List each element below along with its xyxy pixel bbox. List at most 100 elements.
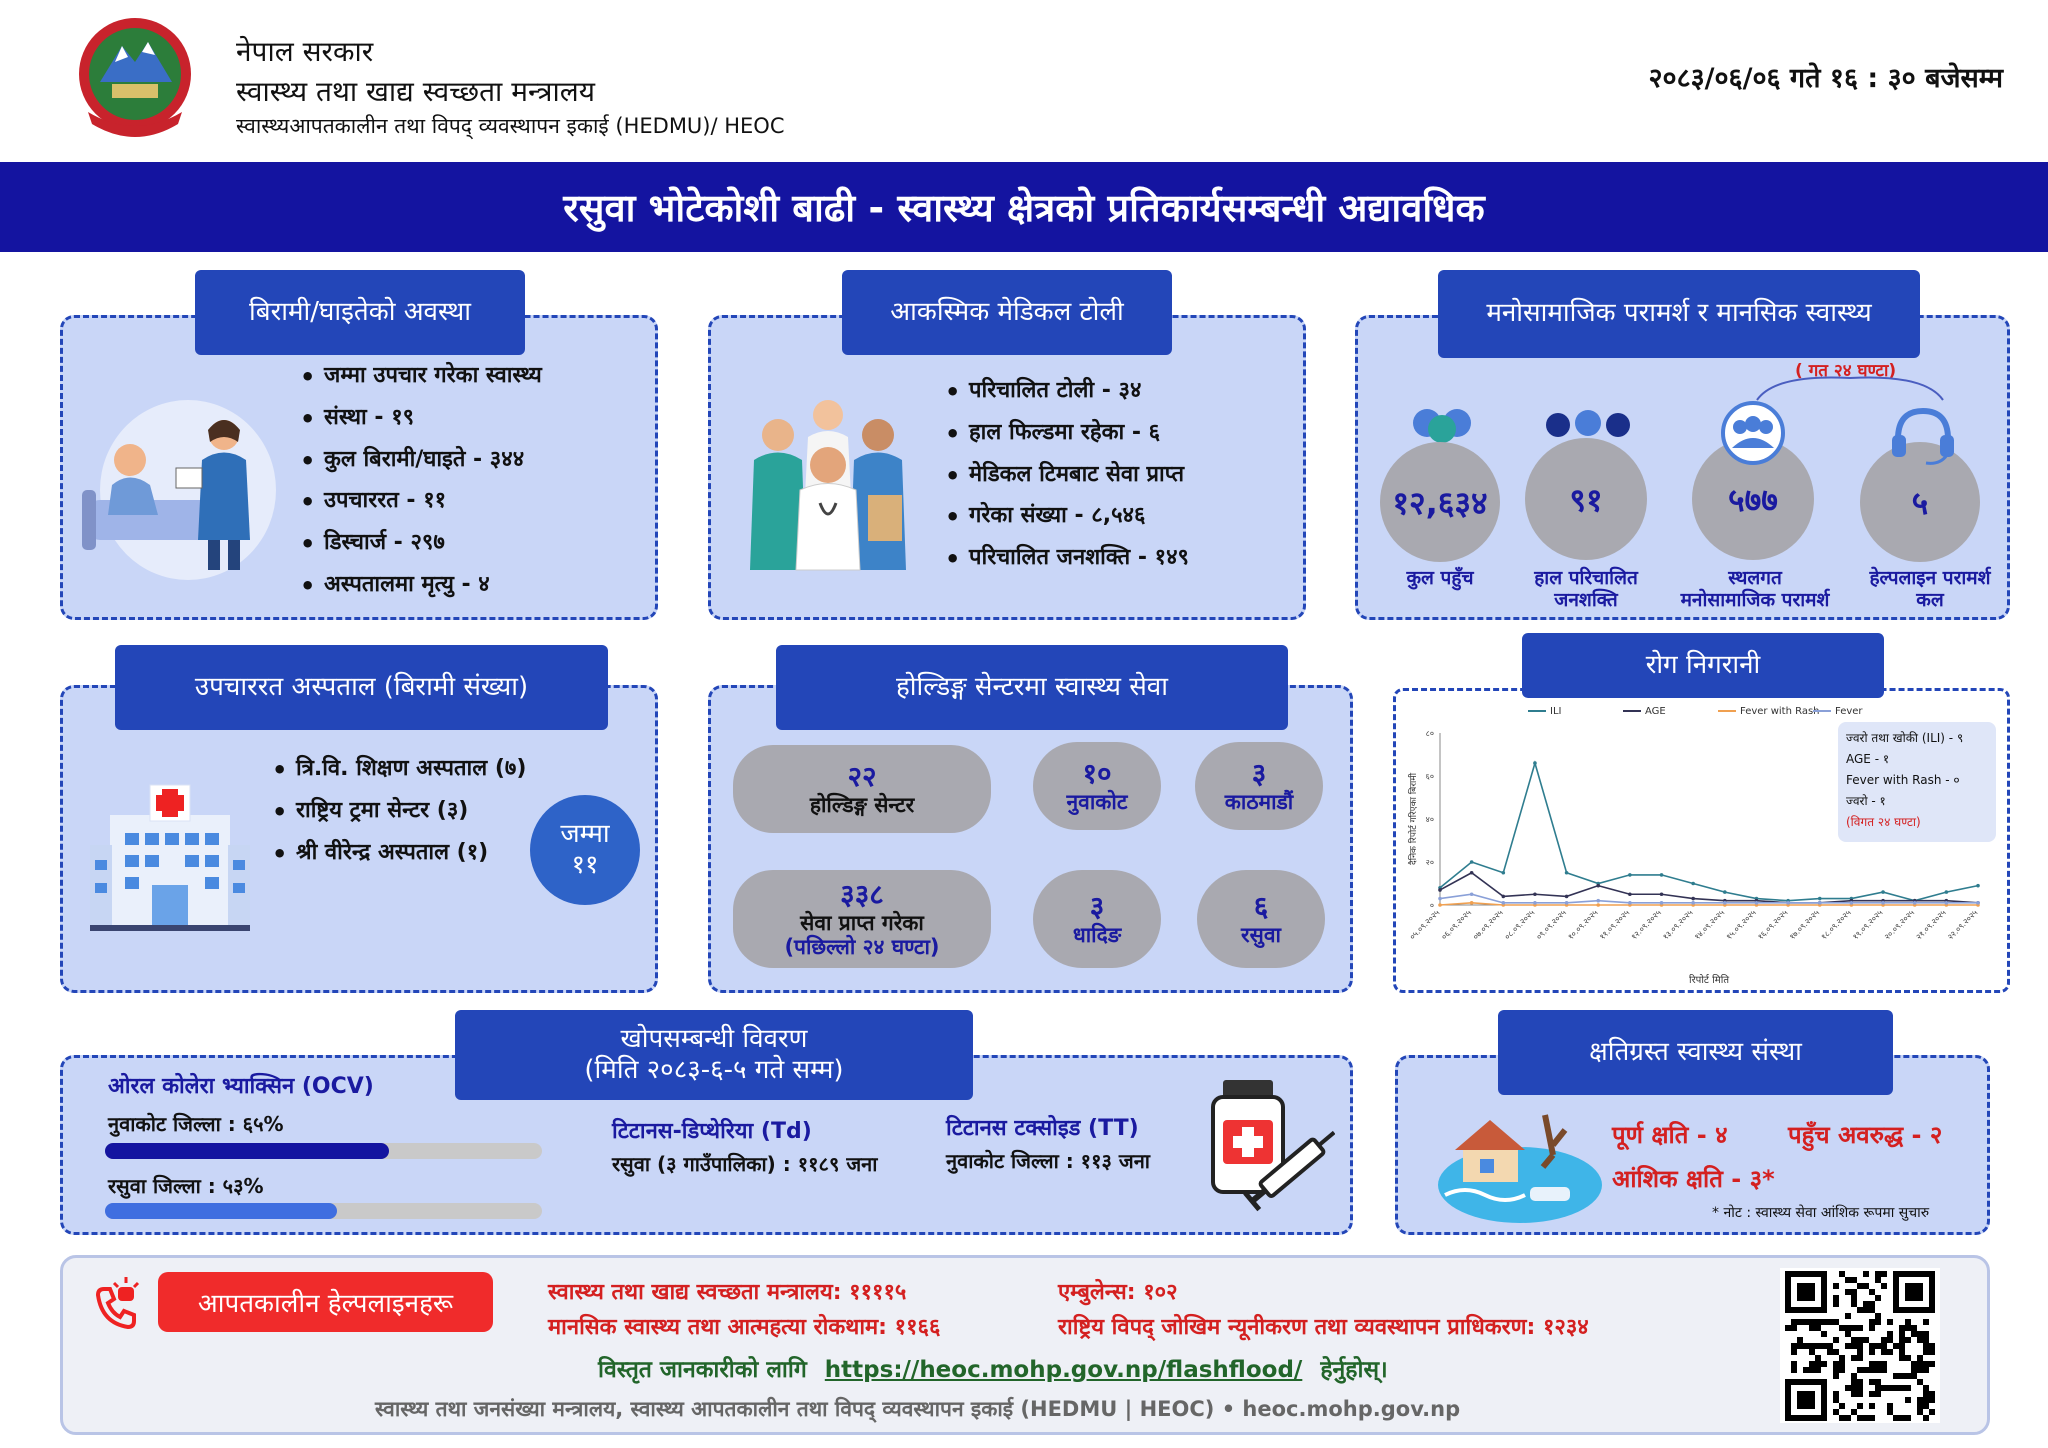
- stat-label-line: हाल परिचालित: [1534, 567, 1638, 589]
- data-point: [1817, 901, 1822, 905]
- qr-module: [1857, 1283, 1863, 1289]
- list-item: जम्मा उपचार गरेका स्वास्थ्य: [300, 355, 645, 400]
- qr-module: [1875, 1379, 1881, 1385]
- helpline-ambulance: एम्बुलेन्स: १०२: [1058, 1280, 1178, 1305]
- datestamp: २०८३/०६/०६ गते १६ : ३० बजेसम्म: [1648, 63, 2003, 94]
- x-tick-label: २१.०९.२०२५: [1914, 908, 1947, 941]
- qr-module: [1845, 1289, 1851, 1295]
- list-item: परिचालित जनशक्ति - १४९: [945, 537, 1295, 582]
- patients-list: जम्मा उपचार गरेका स्वास्थ्य संस्था - १९ …: [300, 355, 645, 609]
- qr-module: [1881, 1349, 1887, 1355]
- qr-module: [1917, 1337, 1923, 1343]
- qr-module: [1797, 1343, 1803, 1349]
- qr-module: [1869, 1379, 1875, 1385]
- qr-module: [1785, 1325, 1791, 1331]
- total-label: जम्मा: [560, 818, 610, 849]
- qr-code[interactable]: [1780, 1268, 1940, 1423]
- qr-module: [1917, 1379, 1923, 1385]
- qr-module: [1881, 1271, 1887, 1277]
- qr-module: [1899, 1349, 1905, 1355]
- qr-module: [1857, 1385, 1863, 1391]
- qr-module: [1917, 1355, 1923, 1361]
- x-tick-label: ०९.०९.२०२५: [1535, 908, 1568, 941]
- legend-label: Fever with Rash: [1740, 706, 1820, 717]
- stat-label-line: स्थलगत: [1728, 567, 1782, 589]
- qr-module: [1905, 1385, 1911, 1391]
- data-point: [1438, 903, 1442, 907]
- qr-module: [1833, 1283, 1839, 1289]
- list-item: कुल बिरामी/घाइते - ३४४: [300, 439, 645, 484]
- qr-module: [1869, 1301, 1875, 1307]
- stat-label-line: कल: [1916, 588, 1944, 611]
- pill-number: ३: [1089, 889, 1105, 923]
- qr-module: [1815, 1367, 1821, 1373]
- data-point: [1659, 892, 1664, 897]
- holding-tab: होल्डिङ्ग सेन्टरमा स्वास्थ्य सेवा: [776, 645, 1288, 730]
- patients-tab: बिरामी/घाइतेको अवस्था: [195, 270, 525, 355]
- qr-module: [1809, 1349, 1815, 1355]
- qr-module: [1875, 1313, 1881, 1319]
- stat-label: हेल्पलाइन परामर्श कल: [1850, 567, 2010, 612]
- data-point: [1691, 901, 1695, 905]
- qr-module: [1887, 1409, 1893, 1415]
- qr-module: [1815, 1343, 1821, 1349]
- qr-module: [1923, 1361, 1929, 1367]
- qr-module: [1851, 1295, 1857, 1301]
- full-damage: पूर्ण क्षति - ४: [1612, 1121, 1728, 1149]
- qr-module: [1881, 1337, 1887, 1343]
- hospital-total-circle: जम्मा ११: [530, 795, 640, 905]
- more-info-line: विस्तृत जानकारीको लागि https://heoc.mohp…: [598, 1352, 1388, 1384]
- qr-module: [1857, 1367, 1863, 1373]
- list-item: मेडिकल टिमबाट सेवा प्राप्त: [945, 454, 1295, 499]
- qr-module: [1797, 1391, 1815, 1409]
- patient-illustration: [78, 390, 278, 580]
- qr-module: [1833, 1391, 1839, 1397]
- data-point: [1533, 761, 1537, 765]
- qr-module: [1887, 1349, 1893, 1355]
- data-point: [1786, 901, 1790, 905]
- emergency-helplines-button[interactable]: आपतकालीन हेल्पलाइनहरू: [158, 1272, 493, 1332]
- qr-module: [1917, 1361, 1923, 1367]
- x-tick-label: २२.०९.२०२५: [1946, 908, 1979, 941]
- legend-label: ILI: [1550, 706, 1561, 717]
- qr-module: [1857, 1325, 1863, 1331]
- flashflood-link[interactable]: https://heoc.mohp.gov.np/flashflood/: [824, 1357, 1303, 1383]
- qr-module: [1827, 1319, 1833, 1325]
- data-point: [1912, 901, 1917, 905]
- qr-module: [1905, 1397, 1911, 1403]
- hospital-icon: [90, 775, 250, 939]
- qr-module: [1833, 1295, 1839, 1301]
- data-point: [1564, 901, 1569, 905]
- qr-module: [1863, 1271, 1869, 1277]
- data-point: [1723, 890, 1727, 894]
- qr-module: [1815, 1325, 1821, 1331]
- qr-module: [1929, 1397, 1935, 1403]
- qr-module: [1923, 1385, 1929, 1391]
- qr-module: [1857, 1379, 1863, 1385]
- data-point: [1881, 901, 1885, 905]
- qr-module: [1809, 1343, 1815, 1349]
- data-point: [1469, 860, 1474, 864]
- qr-module: [1815, 1319, 1821, 1325]
- vaccine-tab: खोपसम्बन्धी विवरण (मिति २०८३-६-५ गते सम्…: [455, 1010, 973, 1100]
- psychosocial-tab: मनोसामाजिक परामर्श र मानसिक स्वास्थ्य: [1438, 270, 1920, 358]
- qr-module: [1839, 1355, 1845, 1361]
- series-line: [1439, 760, 1979, 902]
- stat-circle-field-counseling: ५७७: [1692, 438, 1814, 560]
- qr-module: [1791, 1319, 1797, 1325]
- pill-label: (पछिल्लो २४ घण्टा): [784, 935, 940, 960]
- helpline-ministry: स्वास्थ्य तथा खाद्य स्वच्छता मन्त्रालय: …: [548, 1280, 907, 1305]
- qr-module: [1923, 1415, 1929, 1421]
- x-tick-label: १२.०९.२०२५: [1629, 908, 1662, 941]
- data-point: [1691, 896, 1695, 901]
- data-point: [1754, 901, 1759, 905]
- data-point: [1691, 881, 1695, 886]
- qr-module: [1917, 1403, 1923, 1409]
- x-tick-label: ११.०९.२०२५: [1598, 908, 1631, 941]
- stat-label: स्थलगत मनोसामाजिक परामर्श: [1655, 567, 1855, 612]
- qr-module: [1845, 1325, 1851, 1331]
- x-tick-label: २०.०९.२०२५: [1883, 908, 1916, 941]
- qr-module: [1869, 1289, 1875, 1295]
- y-axis-label: दैनिक रिपोर्ट गरिएका बिरामी: [1407, 772, 1419, 865]
- qr-module: [1923, 1349, 1929, 1355]
